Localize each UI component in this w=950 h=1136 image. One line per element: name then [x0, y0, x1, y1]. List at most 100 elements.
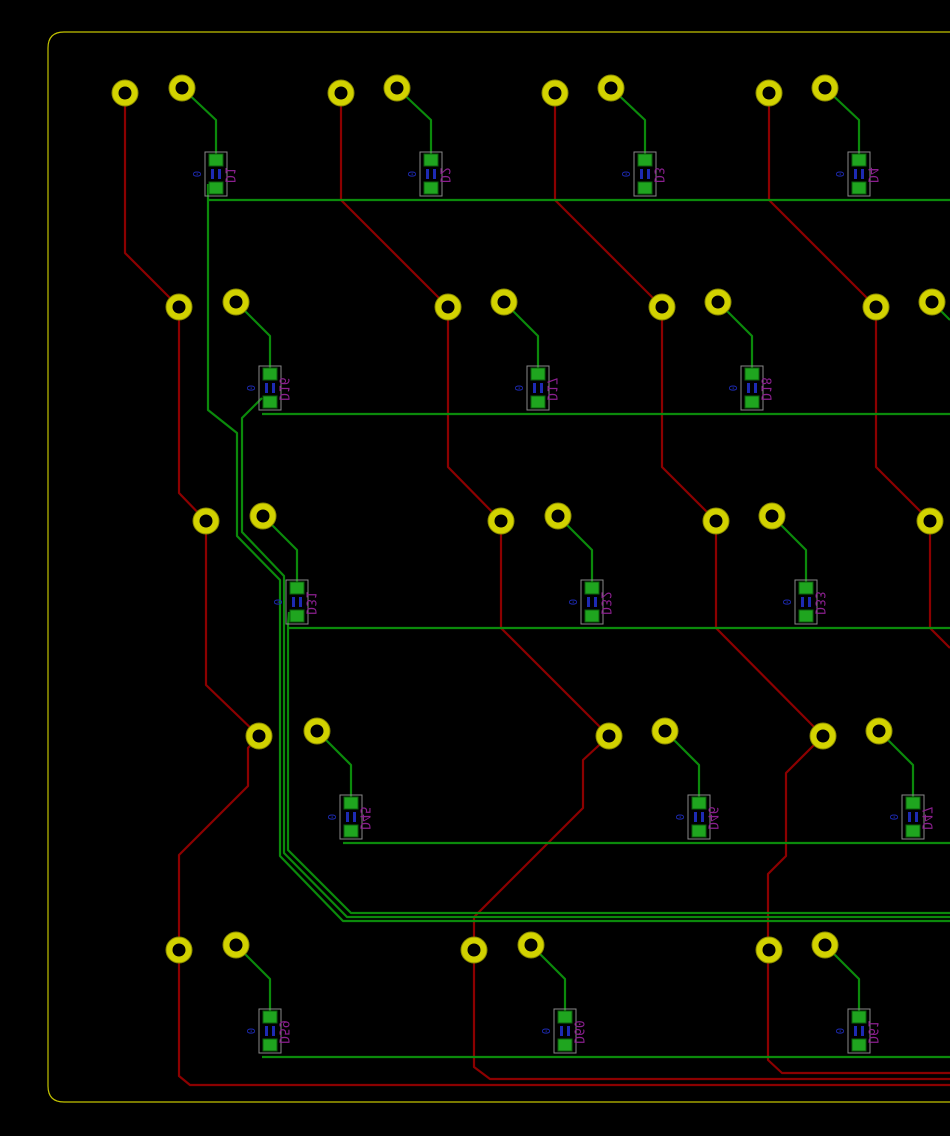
through-hole-pads	[111, 74, 946, 964]
through-hole-pad	[595, 722, 623, 750]
diode-lead	[824, 944, 861, 1015]
through-hole-pad	[303, 717, 331, 745]
through-hole-pad	[755, 936, 783, 964]
diode-lead	[181, 87, 218, 158]
diode-value-label: 0	[512, 385, 525, 392]
diode-value-label: 0	[619, 171, 632, 178]
diode-lead	[664, 730, 701, 801]
diode-value-label: 0	[244, 385, 257, 392]
through-hole-pad	[702, 507, 730, 535]
through-hole-pad	[517, 931, 545, 959]
through-hole-pad	[811, 931, 839, 959]
diode-value-label: 0	[405, 171, 418, 178]
through-hole-pad	[327, 79, 355, 107]
diode-ref-label: D59	[276, 1020, 291, 1043]
through-hole-pad	[865, 717, 893, 745]
column-trace	[240, 397, 950, 919]
diode-d59[interactable]: D59 0	[244, 1008, 291, 1054]
diode-ref-label: D17	[544, 377, 559, 400]
diode-d2[interactable]: D2 0	[405, 151, 452, 197]
column-trace	[286, 611, 950, 915]
diode-value-label: 0	[887, 814, 900, 821]
through-hole-pad	[245, 722, 273, 750]
through-hole-pad	[811, 74, 839, 102]
through-hole-pad	[192, 507, 220, 535]
diode-d33[interactable]: D33 0	[780, 579, 827, 625]
diode-ref-label: D45	[357, 806, 372, 829]
through-hole-pad	[490, 288, 518, 316]
diode-value-label: 0	[539, 1028, 552, 1035]
diode-value-label: 0	[190, 171, 203, 178]
diode-ref-label: D2	[437, 167, 452, 183]
diode-d17[interactable]: D17 0	[512, 365, 559, 411]
through-hole-pad	[918, 288, 946, 316]
diode-value-label: 0	[780, 599, 793, 606]
diode-d4[interactable]: D4 0	[833, 151, 880, 197]
diode-d61[interactable]: D61 0	[833, 1008, 880, 1054]
diode-value-label: 0	[673, 814, 686, 821]
diode-lead	[235, 944, 272, 1015]
diode-lead	[262, 515, 299, 586]
diode-d1[interactable]: D1 0	[190, 151, 237, 197]
diode-d46[interactable]: D46 0	[673, 794, 720, 840]
through-hole-pad	[809, 722, 837, 750]
through-hole-pad	[544, 502, 572, 530]
diode-ref-label: D33	[812, 591, 827, 614]
diode-ref-label: D4	[865, 167, 880, 183]
diode-ref-label: D31	[303, 591, 318, 614]
diode-d16[interactable]: D16 0	[244, 365, 291, 411]
diode-ref-label: D32	[598, 591, 613, 614]
diode-lead	[316, 730, 353, 801]
front-copper-traces	[181, 87, 950, 1059]
diode-lead	[557, 515, 594, 586]
diode-d32[interactable]: D32 0	[566, 579, 613, 625]
diode-value-label: 0	[833, 171, 846, 178]
through-hole-pad	[597, 74, 625, 102]
diode-d60[interactable]: D60 0	[539, 1008, 586, 1054]
through-hole-pad	[111, 79, 139, 107]
diode-ref-label: D1	[222, 167, 237, 183]
through-hole-pad	[383, 74, 411, 102]
diode-lead	[878, 730, 915, 801]
through-hole-pad	[434, 293, 462, 321]
diode-lead	[530, 944, 567, 1015]
diode-ref-label: D60	[571, 1020, 586, 1043]
through-hole-pad	[758, 502, 786, 530]
through-hole-pad	[487, 507, 515, 535]
diode-ref-label: D61	[865, 1020, 880, 1043]
diode-lead	[396, 87, 433, 158]
through-hole-pad	[165, 293, 193, 321]
diode-value-label: 0	[244, 1028, 257, 1035]
through-hole-pad	[222, 288, 250, 316]
diode-d18[interactable]: D18 0	[726, 365, 773, 411]
diode-value-label: 0	[566, 599, 579, 606]
through-hole-pad	[755, 79, 783, 107]
diode-value-label: 0	[833, 1028, 846, 1035]
diode-ref-label: D16	[276, 377, 291, 400]
diode-d47[interactable]: D47 0	[887, 794, 934, 840]
diode-value-label: 0	[726, 385, 739, 392]
diode-ref-label: D46	[705, 806, 720, 829]
diode-lead	[610, 87, 647, 158]
back-trace	[177, 735, 950, 1087]
diode-lead	[717, 301, 754, 372]
diode-lead	[235, 301, 272, 372]
through-hole-pad	[648, 293, 676, 321]
diode-d45[interactable]: D45 0	[325, 794, 372, 840]
through-hole-pad	[862, 293, 890, 321]
diode-value-label: 0	[325, 814, 338, 821]
through-hole-pad	[249, 502, 277, 530]
through-hole-pad	[704, 288, 732, 316]
column-trace	[206, 184, 950, 923]
diode-lead	[503, 301, 540, 372]
through-hole-pad	[916, 507, 944, 535]
back-trace	[766, 735, 950, 1075]
diode-d3[interactable]: D30	[619, 151, 666, 197]
through-hole-pad	[541, 79, 569, 107]
through-hole-pad	[165, 936, 193, 964]
diode-ref-label: D18	[758, 377, 773, 400]
diode-ref-label: D47	[919, 806, 934, 829]
